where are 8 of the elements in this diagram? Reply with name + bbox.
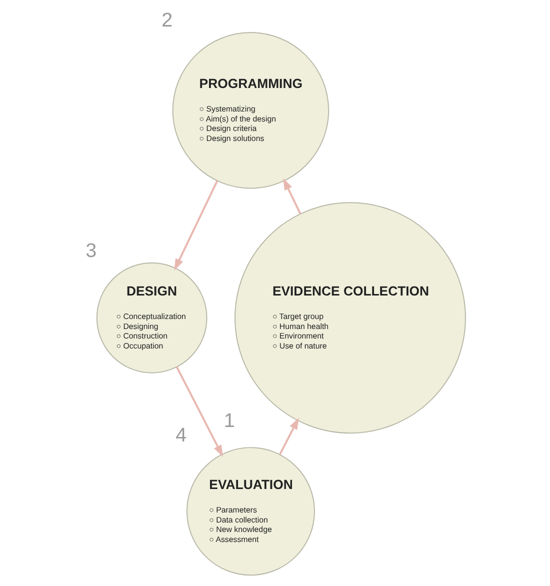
arrow	[174, 180, 218, 271]
node-label: 3	[85, 240, 96, 262]
node-label: 2	[161, 10, 172, 32]
node-label: 4	[175, 424, 186, 447]
arrow	[175, 366, 223, 458]
node-label: 1	[223, 410, 234, 432]
arrow	[282, 178, 301, 214]
arrow	[278, 418, 298, 455]
